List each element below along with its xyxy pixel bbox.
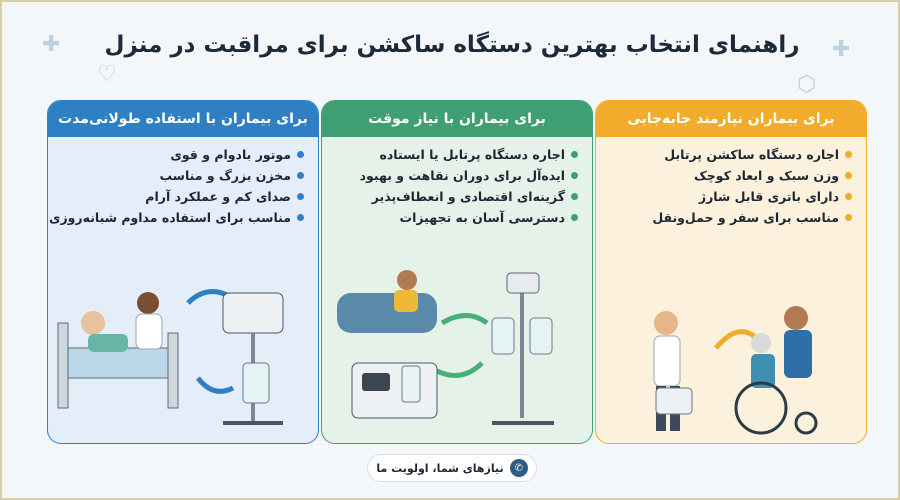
card-heading: برای بیماران با نیاز موقت <box>322 101 592 137</box>
bullet-dot <box>297 193 304 200</box>
list-item: اجاره دستگاه ساکشن پرتابل <box>606 147 852 162</box>
list-item: مناسب برای سفر و حمل‌ونقل <box>606 210 852 225</box>
card-feature-list: اجاره دستگاه پرتابل یا ایستاده ایده‌آل ب… <box>322 137 592 225</box>
suction-device-illustration <box>337 270 554 425</box>
list-item: وزن سبک و ابعاد کوچک <box>606 168 852 183</box>
page-title: راهنمای انتخاب بهترین دستگاه ساکشن برای … <box>104 32 800 58</box>
wheelchair-illustration <box>653 306 818 435</box>
bullet-dot <box>297 151 304 158</box>
medical-cross-icon: ✚ <box>42 32 61 57</box>
card-temporary-patients: برای بیماران با نیاز موقت اجاره دستگاه پ… <box>321 100 593 444</box>
card-longterm-patients: برای بیماران با استفاده طولانی‌مدت موتور… <box>47 100 319 444</box>
footer-slogan: ✆ نیازهای شما، اولویت ما <box>367 454 537 482</box>
bullet-dot <box>845 193 852 200</box>
card-feature-list: موتور بادوام و قوی مخزن بزرگ و مناسب صدا… <box>48 137 318 225</box>
list-item: گزینه‌ای اقتصادی و انعطاف‌پذیر <box>332 189 578 204</box>
card-heading: برای بیماران نیازمند جابه‌جایی <box>596 101 866 137</box>
list-item: مخزن بزرگ و مناسب <box>58 168 304 183</box>
bullet-dot <box>845 172 852 179</box>
molecule-icon: ⬡ <box>797 72 817 97</box>
hospital-bed-illustration <box>57 289 284 425</box>
card-mobility-patients: برای بیماران نیازمند جابه‌جایی اجاره دست… <box>595 100 867 444</box>
bullet-dot <box>297 172 304 179</box>
card-feature-list: اجاره دستگاه ساکشن پرتابل وزن سبک و ابعا… <box>596 137 866 225</box>
list-item: ایده‌آل برای دوران نقاهت و بهبود <box>332 168 578 183</box>
medical-kit-icon: ✚ <box>832 37 851 62</box>
list-item: دسترسی آسان به تجهیزات <box>332 210 578 225</box>
bullet-dot <box>571 193 578 200</box>
list-item: مناسب برای استفاده مداوم شبانه‌روزی <box>49 210 304 225</box>
list-item: دارای باتری قابل شارژ <box>606 189 852 204</box>
bullet-dot <box>845 151 852 158</box>
bullet-dot <box>571 151 578 158</box>
heartbeat-icon: ♡ <box>97 62 117 87</box>
card-heading: برای بیماران با استفاده طولانی‌مدت <box>48 101 318 137</box>
bullet-dot <box>571 172 578 179</box>
bullet-dot <box>845 214 852 221</box>
footer-text: نیازهای شما، اولویت ما <box>376 461 504 475</box>
list-item: اجاره دستگاه پرتابل یا ایستاده <box>332 147 578 162</box>
bullet-dot <box>571 214 578 221</box>
list-item: موتور بادوام و قوی <box>58 147 304 162</box>
list-item: صدای کم و عملکرد آرام <box>58 189 304 204</box>
bullet-dot <box>297 214 304 221</box>
phone-icon: ✆ <box>509 459 528 477</box>
